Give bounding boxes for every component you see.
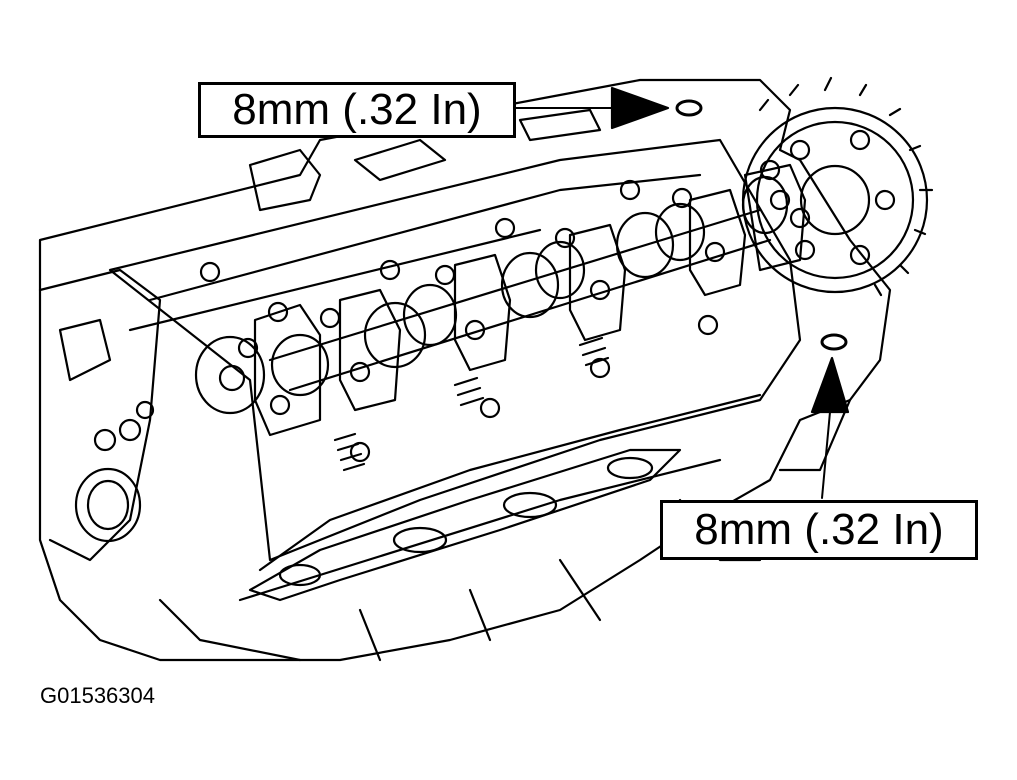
top-dimension-callout: 8mm (.32 In) xyxy=(198,82,516,138)
bottom-measurement-mark xyxy=(820,333,848,351)
gasket-surface xyxy=(248,448,682,602)
top-arrowhead xyxy=(610,86,670,130)
upper-details xyxy=(248,108,602,212)
bottom-dimension-callout: 8mm (.32 In) xyxy=(660,500,978,560)
left-end-casting xyxy=(38,268,266,562)
bottom-leader-line xyxy=(821,411,831,499)
bolt-heads xyxy=(199,159,811,463)
lower-block-details xyxy=(158,398,852,662)
bearing-caps xyxy=(253,163,807,437)
figure-id-label: G01536304 xyxy=(40,683,155,708)
camshaft xyxy=(268,175,789,397)
bottom-arrowhead xyxy=(810,356,850,414)
camshaft-sprocket xyxy=(741,76,934,297)
top-measurement-mark xyxy=(675,99,703,117)
valve-springs xyxy=(333,336,610,472)
